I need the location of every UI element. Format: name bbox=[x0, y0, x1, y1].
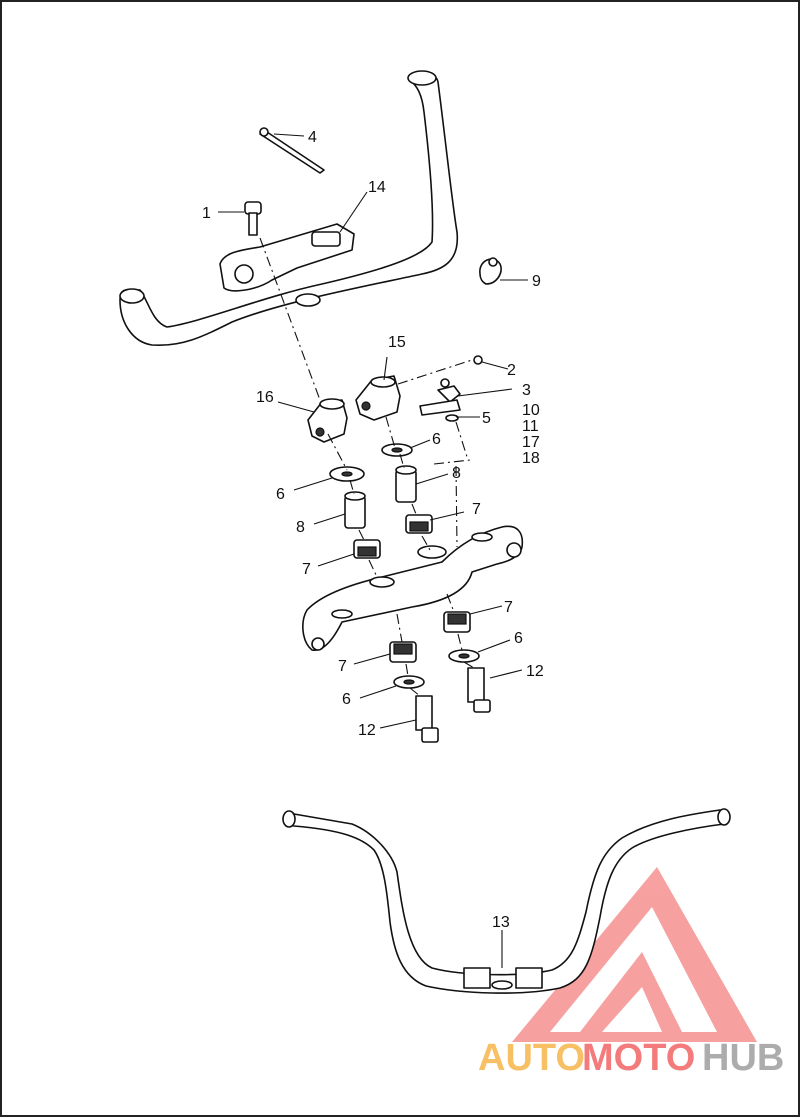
washer-hole bbox=[341, 471, 353, 477]
callout-5: 5 bbox=[482, 410, 491, 427]
upper-handlebar bbox=[119, 70, 459, 347]
callout-2: 2 bbox=[507, 362, 516, 379]
callout-6-upper-left: 6 bbox=[276, 486, 285, 503]
watermark-part-auto: AUTO bbox=[478, 1037, 585, 1079]
callout-7-lower-right: 7 bbox=[504, 599, 513, 616]
callout-12-left: 12 bbox=[358, 722, 376, 739]
callout-14: 14 bbox=[368, 179, 386, 196]
bushing-upper-right bbox=[405, 514, 433, 534]
bushing-lower-right bbox=[443, 611, 471, 633]
callout-12-right: 12 bbox=[526, 663, 544, 680]
wire-clip bbox=[479, 257, 502, 285]
callout-6-lower-right: 6 bbox=[514, 630, 523, 647]
bushing-upper-left bbox=[353, 539, 381, 559]
small-washer bbox=[445, 414, 459, 422]
callout-17: 17 bbox=[522, 434, 540, 451]
bolt-left bbox=[415, 695, 439, 743]
callout-16: 16 bbox=[256, 389, 274, 406]
callout-7-upper-left: 7 bbox=[302, 561, 311, 578]
callout-8-right: 8 bbox=[452, 465, 461, 482]
lower-handlebar bbox=[282, 808, 731, 994]
callout-11: 11 bbox=[522, 418, 539, 435]
right-riser bbox=[355, 375, 401, 421]
small-screws bbox=[440, 355, 483, 395]
callout-8-left: 8 bbox=[296, 519, 305, 536]
watermark-part-moto: MOTO bbox=[582, 1037, 695, 1079]
callout-18: 18 bbox=[522, 450, 540, 467]
callout-13: 13 bbox=[492, 914, 510, 931]
callout-1: 1 bbox=[202, 205, 211, 222]
callout-10: 10 bbox=[522, 402, 540, 419]
callout-15: 15 bbox=[388, 334, 406, 351]
bushing-lower-left bbox=[389, 641, 417, 663]
washer-hole bbox=[458, 653, 470, 659]
washer-hole bbox=[403, 679, 415, 685]
callout-3: 3 bbox=[522, 382, 531, 399]
triple-clamp bbox=[302, 525, 524, 651]
sleeve-right bbox=[395, 465, 417, 503]
callout-7-lower-left: 7 bbox=[338, 658, 347, 675]
left-riser bbox=[307, 398, 348, 443]
callout-leaders bbox=[218, 133, 528, 968]
watermark-logo-icon bbox=[512, 867, 757, 1042]
callout-4: 4 bbox=[308, 129, 317, 146]
callout-9: 9 bbox=[532, 273, 541, 290]
switch-bracket bbox=[419, 385, 461, 416]
callout-6-upper-right: 6 bbox=[432, 431, 441, 448]
watermark-text: AUTO MOTO HUB bbox=[478, 1037, 784, 1079]
callout-6-lower-left: 6 bbox=[342, 691, 351, 708]
sleeve-left bbox=[344, 491, 366, 529]
callout-7-upper-right: 7 bbox=[472, 501, 481, 518]
cable-strap bbox=[259, 127, 325, 174]
bolt-right bbox=[467, 667, 491, 713]
top-clamp bbox=[219, 223, 355, 292]
clamp-screw bbox=[244, 201, 262, 236]
washer-hole bbox=[391, 447, 403, 453]
watermark-part-hub: HUB bbox=[702, 1037, 784, 1079]
assembly-centerlines bbox=[259, 237, 475, 697]
